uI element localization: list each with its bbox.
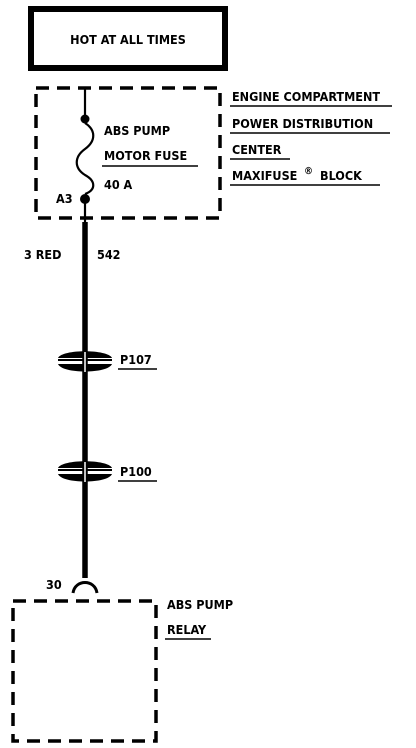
fuse-rating: 40 A [104,177,133,192]
connector-p100: P100 [58,461,157,482]
relay-terminal: 30 [46,577,99,594]
registered-mark-icon: ® [304,166,313,177]
relay-terminal-label: 30 [46,577,62,592]
relay-name-line-2: RELAY [167,622,207,637]
pdc-line-5: BLOCK [320,168,363,183]
fuse-name-line-2: MOTOR FUSE [104,148,187,163]
fuse-top-terminal [80,114,90,124]
pdc-line-2: POWER DISTRIBUTION [232,116,373,131]
pdc-line-3: CENTER [232,142,282,157]
fuse-pin-label: A3 [56,191,73,206]
hot-at-all-times-label: HOT AT ALL TIMES [70,32,186,47]
relay-name-line-1: ABS PUMP [167,597,233,612]
wire-size-color-label: 3 RED [24,247,61,262]
female-terminal-icon [71,581,99,594]
connector-p100-label: P100 [120,464,152,479]
abs-pump-motor-fuse: ABS PUMP MOTOR FUSE 40 A A3 [56,88,198,222]
connector-p107-label: P107 [120,352,152,367]
wire-542: 3 RED 542 [24,222,120,578]
pdc-line-1: ENGINE COMPARTMENT [232,89,380,104]
fuse-name-line-1: ABS PUMP [104,123,170,138]
hot-at-all-times-box: HOT AT ALL TIMES [28,6,228,71]
power-distribution-box: ENGINE COMPARTMENT POWER DISTRIBUTION CE… [34,86,392,220]
fuse-element-icon [75,122,95,196]
wire-circuit-label: 542 [97,247,120,262]
connector-p107: P107 [58,351,157,372]
abs-pump-relay-box: ABS PUMP RELAY [11,597,233,743]
pdc-line-4: MAXIFUSE [232,168,297,183]
